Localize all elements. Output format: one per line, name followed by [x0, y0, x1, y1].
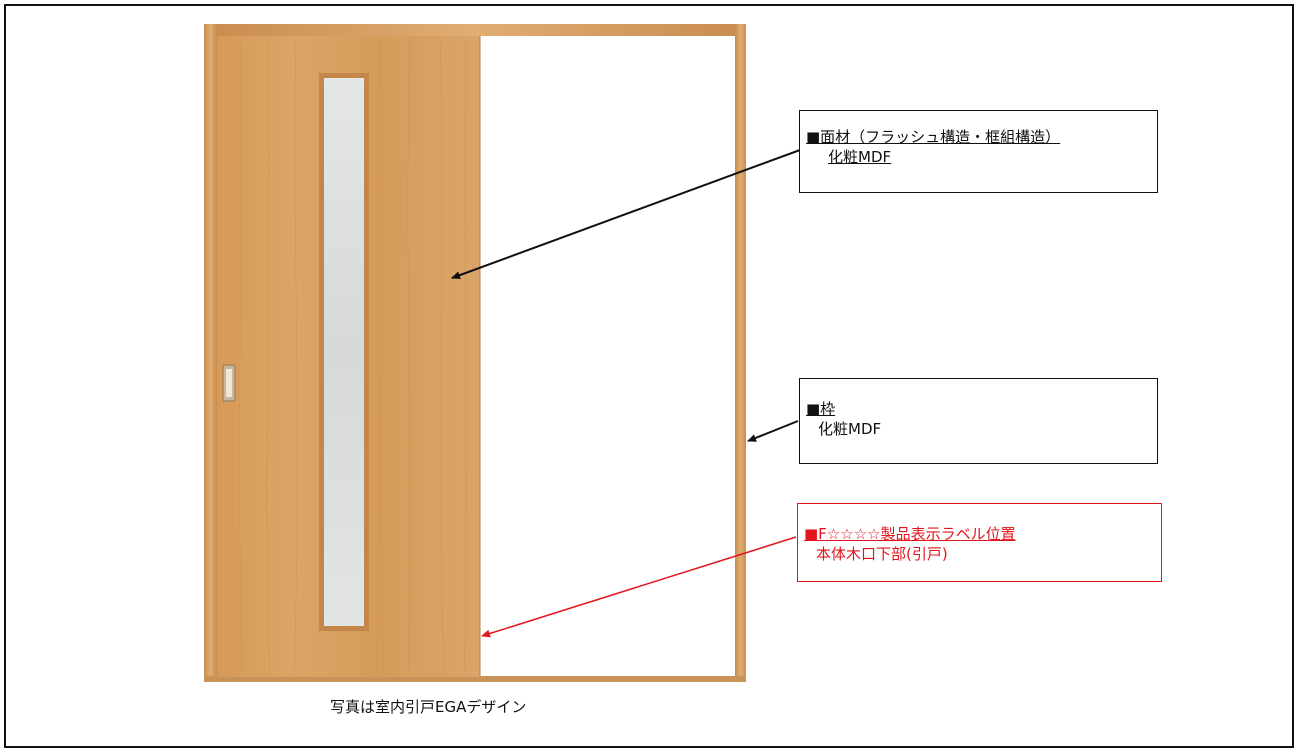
glass-pane	[324, 78, 364, 626]
callout-label-body: 本体木口下部(引戸)	[816, 545, 948, 563]
door-opening	[480, 36, 735, 676]
callout-face-material: ■面材（フラッシュ構造・框組構造） 化粧MDF	[799, 110, 1158, 193]
callout-frame: ■枠 化粧MDF	[799, 378, 1158, 464]
callout-frame-title: ■枠	[806, 400, 836, 418]
arrow-label-position	[481, 536, 797, 638]
arrow-face-material	[451, 149, 801, 279]
callout-face-body: 化粧MDF	[828, 148, 892, 166]
photo-caption: 写真は室内引戸EGAデザイン	[330, 698, 527, 716]
callout-label-title: ■F☆☆☆☆製品表示ラベル位置	[804, 525, 1016, 543]
wood-grain	[239, 39, 467, 677]
door-frame-top	[204, 24, 746, 36]
door-frame-bottom	[204, 676, 746, 682]
callout-label-position: ■F☆☆☆☆製品表示ラベル位置 本体木口下部(引戸)	[797, 503, 1162, 582]
door-frame-left	[204, 24, 217, 681]
arrow-frame	[747, 420, 799, 442]
callout-face-title: ■面材（フラッシュ構造・框組構造）	[806, 128, 1061, 146]
outer-border	[4, 4, 1294, 748]
callout-frame-body: 化粧MDF	[818, 420, 882, 438]
door-frame-right	[735, 24, 746, 681]
